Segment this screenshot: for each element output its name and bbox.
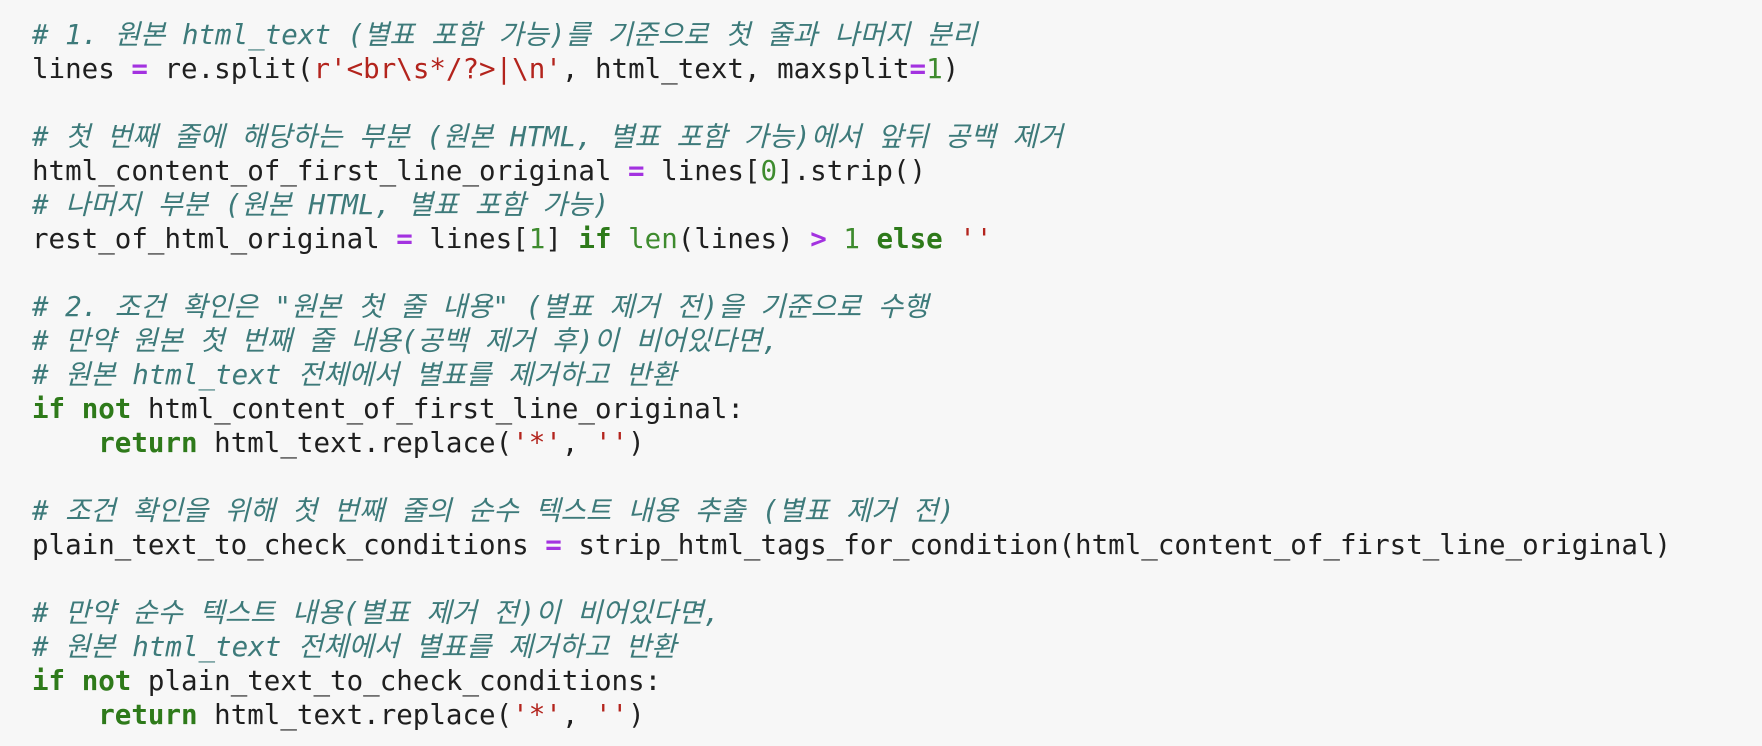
code-string: '*' [512, 699, 562, 731]
code-keyword: return [98, 699, 198, 731]
code-string: '' [959, 223, 993, 255]
code-comment: # 만약 순수 텍스트 내용(별표 제거 전)이 비어있다면, [32, 597, 721, 629]
code-line: # 나머지 부분 (원본 HTML, 별표 포함 가능) [32, 188, 1762, 222]
code-line: # 2. 조건 확인은 "원본 첫 줄 내용" (별표 제거 전)을 기준으로 … [32, 290, 1762, 324]
code-line: # 원본 html_text 전체에서 별표를 제거하고 반환 [32, 630, 1762, 664]
code-keyword: not [81, 393, 132, 425]
code-number: 1 [843, 223, 860, 255]
code-operator: = [628, 155, 645, 187]
code-text: plain_text_to_check_conditions [32, 529, 546, 561]
code-text: , [561, 427, 595, 459]
code-text [943, 223, 960, 255]
code-line: # 만약 원본 첫 번째 줄 내용(공백 제거 후)이 비어있다면, [32, 324, 1762, 358]
code-line: # 만약 순수 텍스트 내용(별표 제거 전)이 비어있다면, [32, 596, 1762, 630]
code-text: ) [628, 699, 645, 731]
code-line: if not plain_text_to_check_conditions: [32, 664, 1762, 698]
code-comment: # 첫 번째 줄에 해당하는 부분 (원본 HTML, 별표 포함 가능)에서 … [32, 121, 1063, 153]
code-text [860, 223, 877, 255]
code-line: lines = re.split(r'<br\s*/?>|\n', html_t… [32, 52, 1762, 86]
code-text [32, 427, 98, 459]
code-line: if not html_content_of_first_line_origin… [32, 392, 1762, 426]
code-builtin: len [628, 223, 678, 255]
code-text: strip_html_tags_for_condition(html_conte… [561, 529, 1672, 561]
code-comment: # 2. 조건 확인은 "원본 첫 줄 내용" (별표 제거 전)을 기준으로 … [32, 291, 929, 323]
code-comment: # 원본 html_text 전체에서 별표를 제거하고 반환 [32, 359, 677, 391]
code-line: rest_of_html_original = lines[1] if len(… [32, 222, 1762, 256]
code-operator: = [909, 53, 927, 85]
code-text: re.split( [147, 53, 314, 85]
code-string: '*' [512, 427, 562, 459]
code-keyword: if [32, 665, 66, 697]
code-keyword: if [32, 393, 66, 425]
code-text: lines[ [644, 155, 761, 187]
code-comment: # 원본 html_text 전체에서 별표를 제거하고 반환 [32, 631, 677, 663]
code-operator: = [131, 53, 148, 85]
code-line: # 원본 html_text 전체에서 별표를 제거하고 반환 [32, 358, 1762, 392]
code-text: ] [545, 223, 579, 255]
code-line: return html_text.replace('*', '') [32, 698, 1762, 732]
code-line: # 조건 확인을 위해 첫 번째 줄의 순수 텍스트 내용 추출 (별표 제거 … [32, 494, 1762, 528]
code-operator: = [545, 529, 562, 561]
code-text: , html_text, maxsplit [561, 53, 910, 85]
code-keyword: if [578, 223, 612, 255]
code-line: plain_text_to_check_conditions = strip_h… [32, 528, 1762, 562]
code-blank-line [32, 562, 1762, 596]
code-lines: # 1. 원본 html_text (별표 포함 가능)를 기준으로 첫 줄과 … [32, 18, 1762, 732]
code-text: (lines) [677, 223, 811, 255]
code-operator: > [810, 223, 827, 255]
code-number: 1 [528, 223, 546, 255]
code-text: ) [628, 427, 645, 459]
code-string: r'<br\s*/?>|\n' [313, 53, 562, 85]
code-number: 0 [760, 155, 778, 187]
code-text [65, 393, 82, 425]
code-blank-line [32, 256, 1762, 290]
code-comment: # 조건 확인을 위해 첫 번째 줄의 순수 텍스트 내용 추출 (별표 제거 … [32, 495, 955, 527]
code-text: ].strip() [777, 155, 927, 187]
code-comment: # 1. 원본 html_text (별표 포함 가능)를 기준으로 첫 줄과 … [32, 19, 978, 51]
code-text [827, 223, 844, 255]
code-line: # 1. 원본 html_text (별표 포함 가능)를 기준으로 첫 줄과 … [32, 18, 1762, 52]
code-keyword: return [98, 427, 198, 459]
code-text: rest_of_html_original [32, 223, 397, 255]
code-text: html_text.replace( [197, 699, 513, 731]
code-text: html_text.replace( [197, 427, 513, 459]
code-keyword: else [876, 223, 943, 255]
code-blank-line [32, 86, 1762, 120]
code-string: '' [594, 699, 629, 731]
code-text: lines [32, 53, 132, 85]
code-line: # 첫 번째 줄에 해당하는 부분 (원본 HTML, 별표 포함 가능)에서 … [32, 120, 1762, 154]
code-comment: # 만약 원본 첫 번째 줄 내용(공백 제거 후)이 비어있다면, [32, 325, 779, 357]
code-text: lines[ [412, 223, 529, 255]
code-text [612, 223, 629, 255]
code-blank-line [32, 460, 1762, 494]
code-text [32, 699, 98, 731]
code-text: , [561, 699, 595, 731]
code-line: html_content_of_first_line_original = li… [32, 154, 1762, 188]
code-line: return html_text.replace('*', '') [32, 426, 1762, 460]
code-keyword: not [81, 665, 132, 697]
code-string: '' [594, 427, 629, 459]
code-text [65, 665, 82, 697]
code-operator: = [396, 223, 413, 255]
code-text: html_content_of_first_line_original [32, 155, 629, 187]
code-number: 1 [926, 53, 943, 85]
code-text: html_content_of_first_line_original: [131, 393, 744, 425]
code-comment: # 나머지 부분 (원본 HTML, 별표 포함 가능) [32, 189, 610, 221]
code-text: plain_text_to_check_conditions: [131, 665, 662, 697]
code-text: ) [942, 53, 960, 85]
